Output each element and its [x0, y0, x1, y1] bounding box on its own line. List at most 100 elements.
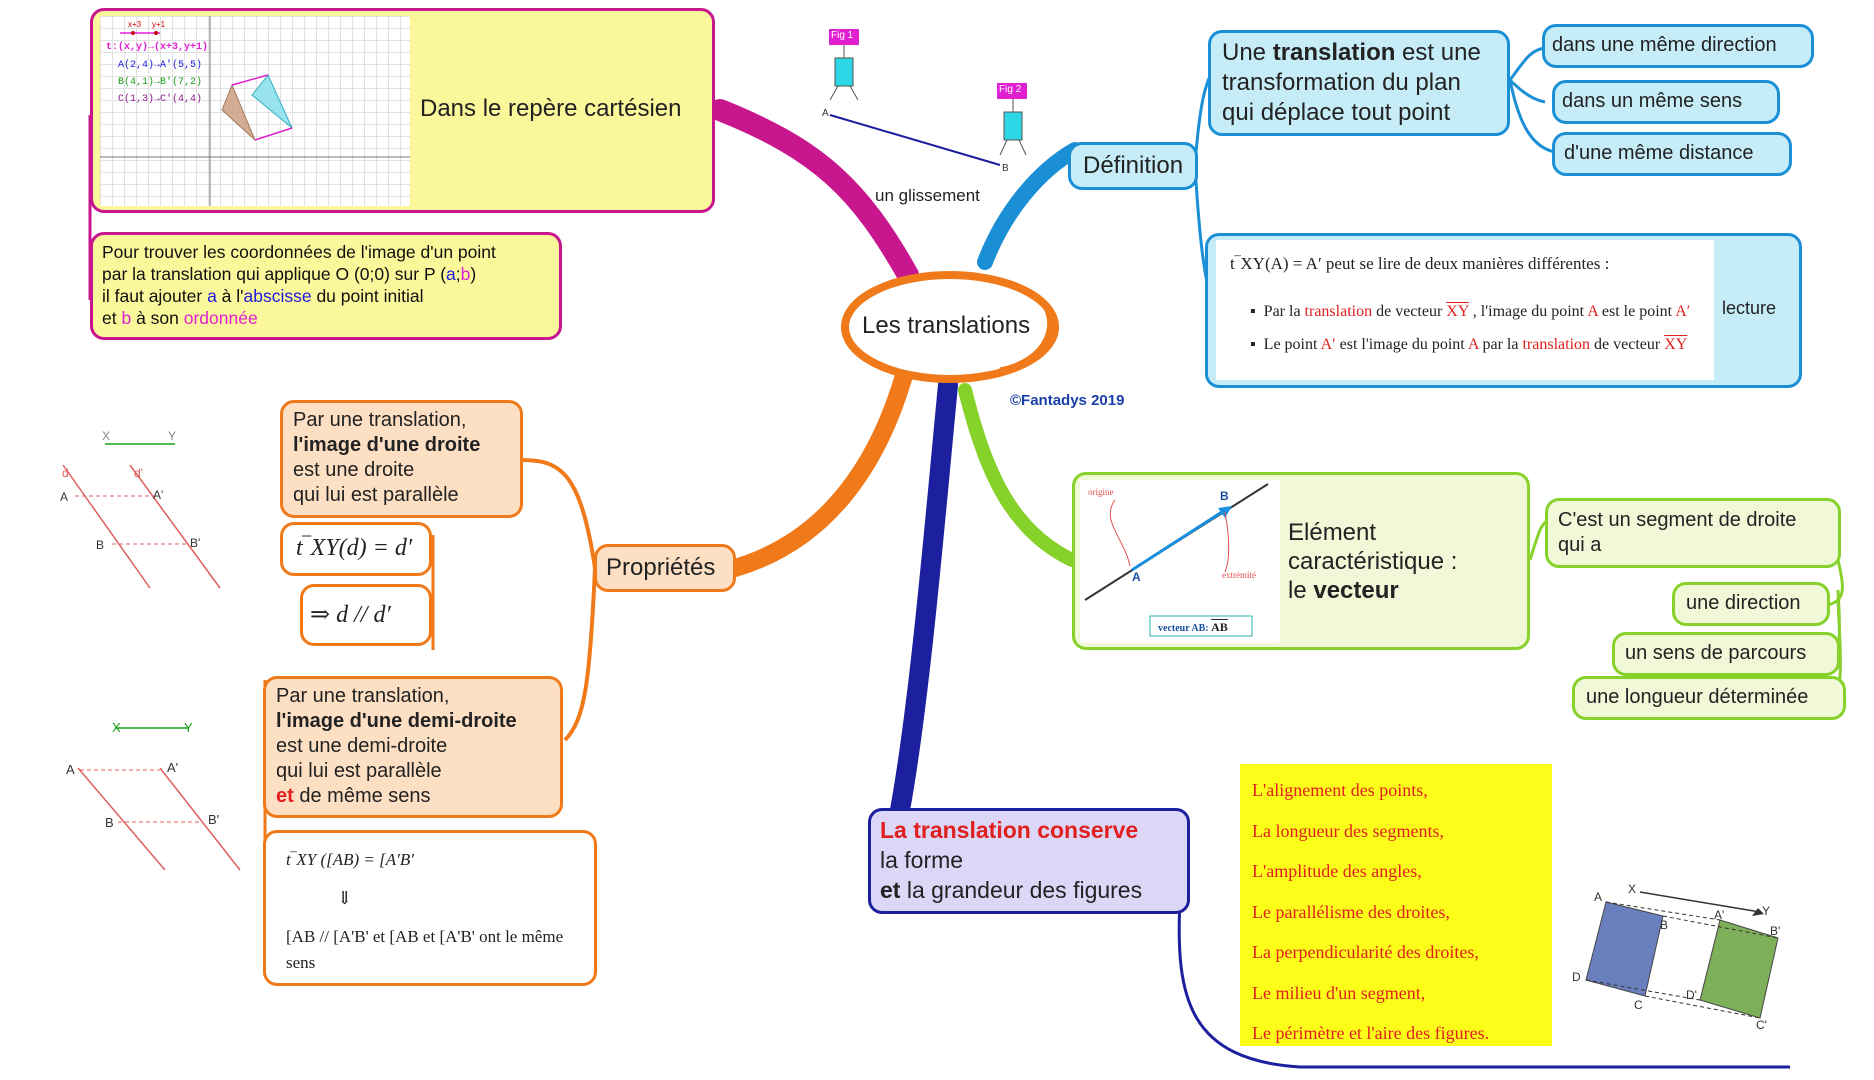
conserve-text: La translation conserve la forme et la g…	[880, 817, 1143, 903]
cfig-d: D	[1572, 970, 1581, 984]
definition-item-0-label: dans une même direction	[1552, 34, 1777, 56]
definition-item-2-label: d'une même distance	[1564, 142, 1754, 164]
coordonnees-line1: Pour trouver les coordonnées de l'image …	[102, 242, 496, 262]
lecture-bullet-1: ▪ Par la translation de vecteur XY , l'i…	[1250, 303, 1691, 320]
prop-droite-box	[280, 400, 523, 518]
prop-demi-formula-box	[263, 830, 597, 986]
branch-conserve-tail	[1177, 899, 1790, 1069]
conserve-item: L'alignement des points,	[1252, 780, 1428, 800]
vecteur-item-2-label: une longueur déterminée	[1586, 686, 1809, 708]
fig1-d: d	[62, 466, 69, 480]
branch-vecteur-items	[1528, 518, 1844, 700]
branch-definition	[977, 142, 1083, 270]
prop-conclusion: [AB // [A'B' et [AB et [A'B' ont le même…	[286, 927, 564, 972]
fig2-b: B	[105, 815, 114, 830]
fig1-ap: A'	[153, 488, 164, 502]
proprietes-label: Propriétés	[606, 554, 716, 581]
conserve-item: Le parallélisme des droites,	[1252, 901, 1450, 922]
branch-conserve	[890, 375, 958, 820]
branch-proprietes-sub	[519, 458, 597, 742]
conserve-item: L'amplitude des angles,	[1252, 861, 1422, 881]
glissement-point-b: B	[1002, 163, 1009, 174]
fig1-dp: d'	[134, 466, 143, 480]
vecteur-point-b: B	[1220, 489, 1229, 503]
cfig-x: X	[1628, 882, 1637, 896]
branch-definition-items	[1508, 46, 1556, 154]
coordonnees-text: Pour trouver les coordonnées de l'image …	[102, 241, 496, 329]
fig1-y: Y	[168, 429, 177, 443]
fig1-x: X	[102, 429, 111, 443]
center-title: Les translations	[862, 312, 1031, 339]
fig2-label: Fig 2	[999, 84, 1022, 95]
prop-arrow: ⇓	[337, 888, 353, 908]
prop-formula1-box	[280, 522, 432, 576]
conserve-item: La perpendicularité des droites,	[1252, 942, 1479, 962]
fig1-label: Fig 1	[831, 30, 854, 41]
definition-main-box	[1208, 30, 1510, 136]
conserve-item: Le milieu d'un segment,	[1252, 982, 1426, 1003]
definition-label: Définition	[1083, 152, 1184, 179]
prop-formula2: ⇒ d // d′	[310, 602, 391, 628]
cartesien-graph	[100, 16, 410, 206]
graph-l1: A(2,4)→A'(5,5)	[118, 60, 203, 71]
branch-proprietes	[726, 363, 914, 577]
fig1-b: B	[96, 538, 105, 552]
fig2-x: X	[112, 720, 121, 735]
definition-main-text: Une translation est une transformation d…	[1222, 39, 1481, 126]
vecteur-point-a: A	[1132, 570, 1141, 584]
prop-formula3: t‾XY ([AB) = [A′B′	[286, 850, 414, 869]
fig1-a: A	[60, 490, 69, 504]
definition-node	[1068, 142, 1198, 190]
vecteur-item-1-label: un sens de parcours	[1625, 642, 1807, 664]
vecteur-item-2	[1572, 676, 1846, 720]
graph-l2: B(4,1)→B'(7,2)	[118, 77, 203, 88]
copyright: ©Fantadys 2019	[1010, 392, 1125, 409]
prop-demi-text: Par une translation, l'image d'une demi-…	[276, 685, 517, 807]
conserve-item: La longueur des segments,	[1252, 820, 1444, 841]
vecteur-item-0-label: une direction	[1686, 592, 1801, 614]
cfig-y: Y	[1762, 904, 1771, 918]
vecteur-origine: origine	[1088, 487, 1114, 497]
coordonnees-box	[90, 232, 562, 340]
graph-l3: C(1,3)→C'(4,4)	[118, 94, 203, 105]
definition-item-1	[1552, 80, 1780, 124]
graph-arrow-x: x+3	[128, 20, 142, 29]
vecteur-segment-box	[1545, 498, 1841, 568]
branch-cartesien	[709, 99, 919, 286]
branch-vecteur	[958, 383, 1079, 567]
vecteur-item-1	[1612, 632, 1840, 676]
fig1-bp: B'	[190, 536, 201, 550]
cfig-c: C	[1634, 998, 1643, 1012]
conserve-list: L'alignement des points, La longueur des…	[1252, 770, 1489, 1054]
glissement-label: un glissement	[875, 186, 980, 205]
cfig-cp: C'	[1756, 1018, 1767, 1032]
vecteur-segment-text: C'est un segment de droite qui a	[1558, 509, 1797, 556]
conserve-item: Le périmètre et l'aire des figures.	[1252, 1023, 1490, 1043]
conserve-list-box	[1240, 764, 1552, 1046]
definition-item-0	[1542, 24, 1814, 68]
vecteur-caption: vecteur AB: AB	[1158, 620, 1228, 634]
fig2-ap: A'	[167, 760, 179, 775]
definition-item-1-label: dans un même sens	[1562, 90, 1743, 112]
conserve-box	[868, 808, 1190, 914]
proprietes-node	[594, 544, 736, 592]
glissement-point-a: A	[822, 108, 829, 119]
fig2-bp: B'	[208, 812, 220, 827]
cfig-a: A	[1594, 890, 1603, 904]
prop-formula2-box	[300, 584, 432, 646]
prop-formula1: t‾XY(d) = d′	[296, 535, 413, 561]
vecteur-text: Elément caractéristique : le vecteur	[1288, 519, 1458, 604]
graph-arrow-y: y+1	[152, 20, 166, 29]
lecture-intro: t‾XY(A) = A′ peut se lire de deux manièr…	[1230, 254, 1610, 273]
lecture-label: lecture	[1722, 298, 1777, 318]
vecteur-extremite: extrémité	[1222, 570, 1256, 580]
vecteur-item-0	[1672, 582, 1830, 626]
coordonnees-line4: et b à son ordonnée	[102, 308, 258, 328]
prop-demi-box	[263, 676, 563, 818]
graph-rule: t:(x,y)→(x+3,y+1)	[106, 42, 209, 53]
